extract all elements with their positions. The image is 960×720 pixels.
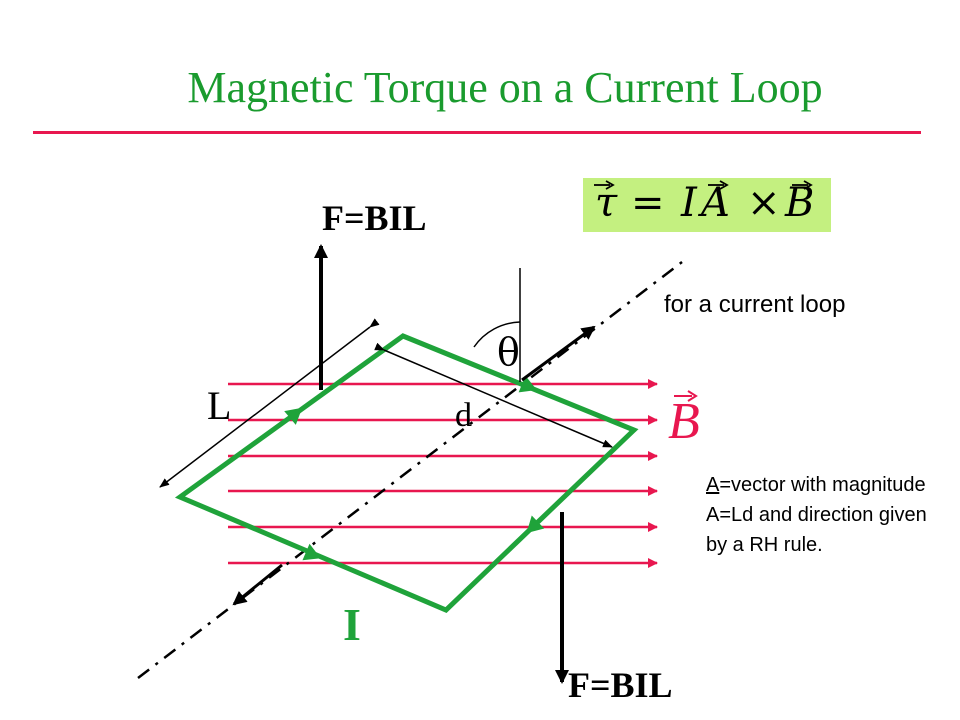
current-label: I <box>343 599 361 650</box>
formula-equals: = <box>631 180 665 226</box>
loop-note: for a current loop <box>664 291 846 318</box>
angle-label: θ <box>497 330 520 374</box>
length-dimension <box>159 318 380 488</box>
field-label: B <box>668 390 700 451</box>
title-divider <box>33 131 921 134</box>
vector-arrow-icon <box>674 390 698 402</box>
vector-arrow-icon <box>594 180 615 190</box>
current-arrow <box>526 515 545 534</box>
area-note-prefix: A <box>706 474 720 496</box>
width-dimension <box>374 342 613 448</box>
field-label-text: B <box>668 393 700 450</box>
formula-field: B <box>785 180 815 226</box>
formula-current: I <box>681 180 697 226</box>
force-label-bottom: F=BIL <box>568 665 673 705</box>
area-vector-arrow <box>521 325 596 382</box>
area-vector-note: A=vector with magnitude A=Ld and directi… <box>706 470 946 560</box>
area-note-text: =vector with magnitude A=Ld and directio… <box>706 474 927 556</box>
formula-times: × <box>747 180 781 226</box>
torque-formula: τ = I A × B <box>583 178 831 232</box>
current-arrow <box>302 543 321 561</box>
vector-arrow-icon <box>792 180 813 190</box>
vector-arrow-icon <box>708 180 729 190</box>
length-label: L <box>207 383 232 428</box>
formula-tau: τ <box>595 180 618 226</box>
page-title: Magnetic Torque on a Current Loop <box>187 63 823 112</box>
width-label: d <box>455 397 472 434</box>
area-vector-arrow-back <box>232 563 283 606</box>
formula-area: A <box>701 180 730 226</box>
force-label-top: F=BIL <box>322 198 427 238</box>
